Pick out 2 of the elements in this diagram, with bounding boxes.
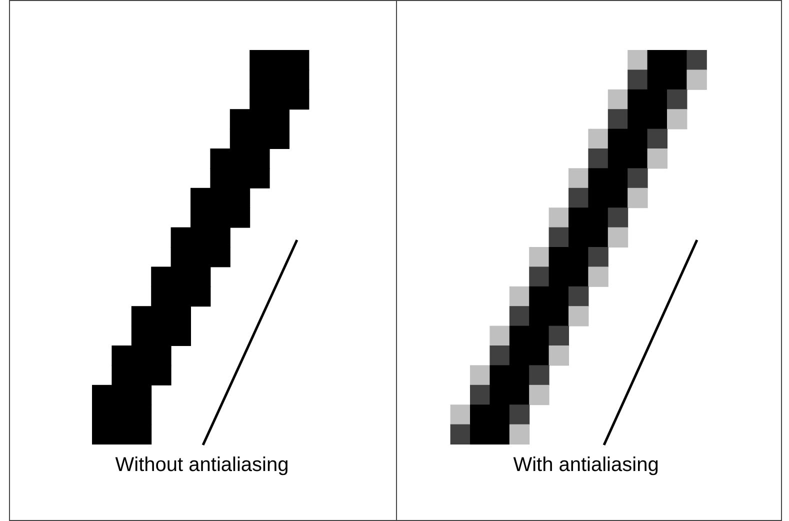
caption: Without antialiasing [115, 453, 289, 478]
caption: With antialiasing [513, 453, 659, 478]
